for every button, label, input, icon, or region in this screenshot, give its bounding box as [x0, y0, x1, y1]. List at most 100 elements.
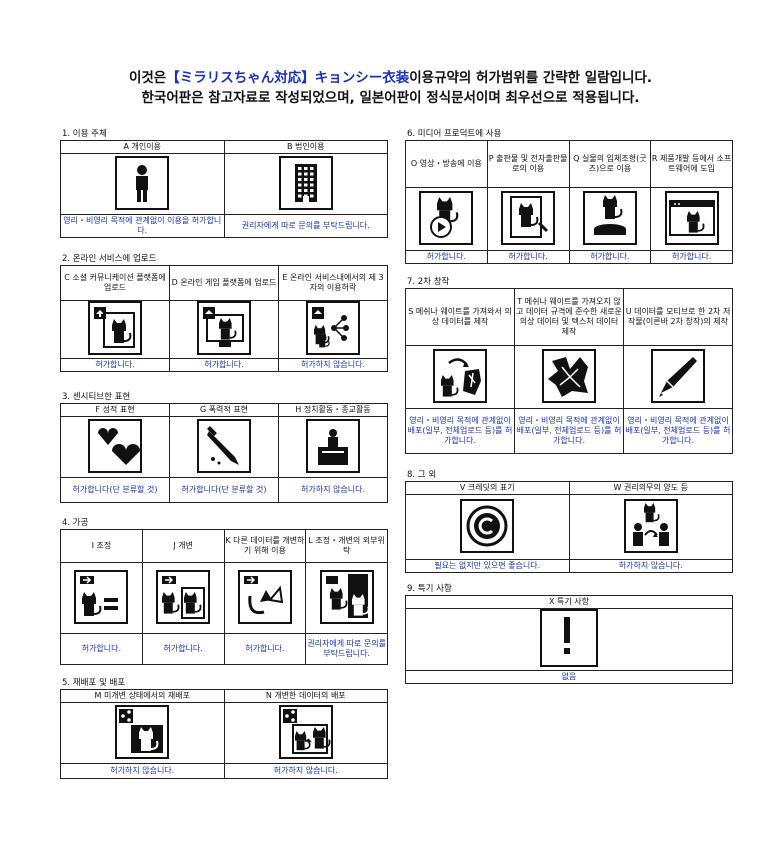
- column-header: Q 실물의 입체조형(굿즈)으로 이용: [568, 140, 652, 188]
- column-header: H 정치활동・종교활동: [278, 403, 388, 417]
- column-header: V 크레딧의 표기: [405, 481, 570, 495]
- column-header: S 메쉬나 웨이트를 가져와서 의상 데이터를 제작: [405, 288, 515, 346]
- section-title: 3. 센시티브한 표현: [62, 392, 131, 402]
- icon-cell: [169, 300, 279, 359]
- header-line-1: 이것은【ミラリスちゃん対応】キョンシー衣装이용규약의 허가범위를 간략한 일람입…: [0, 68, 781, 88]
- column-header: X 특기 사항: [405, 595, 733, 609]
- column-header: D 온라인 게임 플랫폼에 업로드: [169, 265, 279, 301]
- header-product-name: 【ミラリスちゃん対応】キョンシー衣装: [166, 70, 410, 86]
- column-header: J 개변: [141, 529, 225, 563]
- header-suffix: 이용규약의 허가범위를 간략한 일람입니다.: [409, 70, 653, 86]
- permission-status: 허가합니다.: [60, 633, 143, 665]
- share-network-icon: [306, 301, 360, 355]
- permission-status: 허가합니다(단 분류할 것): [60, 477, 170, 503]
- permission-status: 허가합니다.: [650, 250, 733, 264]
- column-header: C 소셜 커뮤니케이션 플랫폼에 업로드: [60, 265, 170, 301]
- header-line-2: 한국어판은 참고자료로 작성되었으며, 일본어판이 정식문서이며 최우선으로 적…: [141, 90, 640, 106]
- icon-cell: [568, 187, 652, 251]
- ears-icon: [237, 569, 292, 624]
- permission-status: 없음: [405, 670, 733, 684]
- hearts-icon: [88, 418, 142, 473]
- icon-cell: [514, 345, 624, 409]
- column-header: W 권리의무의 양도 등: [568, 481, 733, 495]
- header-prefix: 이것은: [128, 70, 167, 86]
- permission-status: 허가합니다.: [141, 633, 225, 665]
- icon-cell: [405, 187, 488, 251]
- column-header: A 개인이용: [60, 140, 225, 154]
- outsource-icon: [319, 569, 374, 624]
- section-title: 7. 2차 창작: [407, 277, 450, 287]
- permission-status: 권리자에게 따로 문의를 부탁드립니다.: [305, 633, 388, 665]
- permission-status: 영리・비영리 목적에 관계없이 배포(일부, 전체업로드 등)를 허가합니다.: [514, 408, 624, 454]
- video-icon: [419, 190, 474, 245]
- column-header: M 미개변 상태에서의 재배포: [60, 689, 225, 703]
- permission-status: 허가하지 않습니다.: [278, 477, 388, 503]
- section-title: 6. 미디어 프로덕트에 사용: [407, 129, 502, 139]
- mesh-transfer-icon: [433, 348, 487, 403]
- icon-cell: [623, 345, 733, 409]
- column-header: F 성적 표현: [60, 403, 170, 417]
- icon-cell: [305, 562, 388, 634]
- icon-cell: [568, 494, 733, 560]
- permission-status: 허가하지 않습니다.: [223, 763, 388, 779]
- exclamation-icon: [540, 609, 598, 667]
- icon-cell: [60, 300, 170, 359]
- permission-status: 영리・비영리 목적에 관계없이 이용을 허가합니다.: [60, 214, 225, 238]
- sns-upload-icon: [88, 301, 142, 355]
- icon-cell: [223, 702, 388, 764]
- permission-status: 권리자에게 따로 문의를 부탁드립니다.: [223, 214, 388, 238]
- permission-status: 허가하지 않습니다.: [278, 358, 388, 372]
- icon-cell: [223, 562, 307, 634]
- column-header: E 온라인 서비스내에서의 제 3자의 이용허락: [278, 265, 388, 301]
- building-icon: [278, 155, 333, 210]
- icon-cell: [278, 300, 388, 359]
- icon-cell: [169, 416, 279, 478]
- icon-cell: [60, 416, 170, 478]
- column-header: T 메쉬나 웨이트를 가져오지 않고 데이터 규격에 준수한 새로운 의상 데이…: [514, 288, 624, 346]
- redistribute-icon: [115, 704, 170, 759]
- page-header: 이것은【ミラリスちゃん対応】キョンシー衣装이용규약의 허가범위를 간략한 일람입…: [0, 68, 781, 108]
- column-header: O 영상・방송에 이용: [405, 140, 488, 188]
- permission-status: 허가합니다.: [405, 250, 488, 264]
- section-title: 5. 재배포 및 배포: [62, 678, 126, 688]
- software-icon: [664, 190, 719, 245]
- permission-status: 허가합니다(단 분류할 것): [169, 477, 279, 503]
- copyright-icon: [460, 498, 515, 553]
- publication-icon: [501, 190, 556, 245]
- permission-status: 허가합니다.: [486, 250, 570, 264]
- adjust-icon: [74, 569, 129, 624]
- section-title: 8. 그 외: [407, 470, 437, 480]
- permission-status: 허가합니다.: [60, 358, 170, 372]
- permission-status: 필요는 없지만 있으면 좋습니다.: [405, 559, 570, 573]
- permission-status: 허가합니다.: [169, 358, 279, 372]
- section-title: 2. 온라인 서비스에 업로드: [62, 254, 157, 264]
- column-header: L 조정・개변의 외부위탁: [305, 529, 388, 563]
- column-header: K 다른 데이터를 개변하기 위해 이용: [223, 529, 307, 563]
- icon-cell: [60, 702, 225, 764]
- person-icon: [115, 155, 170, 210]
- podium-icon: [306, 418, 360, 473]
- permission-status: 허가하지 않습니다.: [568, 559, 733, 573]
- distribute-modified-icon: [278, 704, 333, 759]
- permission-status: 허가하지 않습니다.: [60, 763, 225, 779]
- icon-cell: [223, 153, 388, 215]
- section-title: 1. 이용 주체: [62, 129, 107, 139]
- column-header: P 출판물 및 전자출판물로의 이용: [486, 140, 570, 188]
- figure-icon: [582, 190, 637, 245]
- transfer-icon: [623, 498, 678, 553]
- icon-cell: [405, 345, 515, 409]
